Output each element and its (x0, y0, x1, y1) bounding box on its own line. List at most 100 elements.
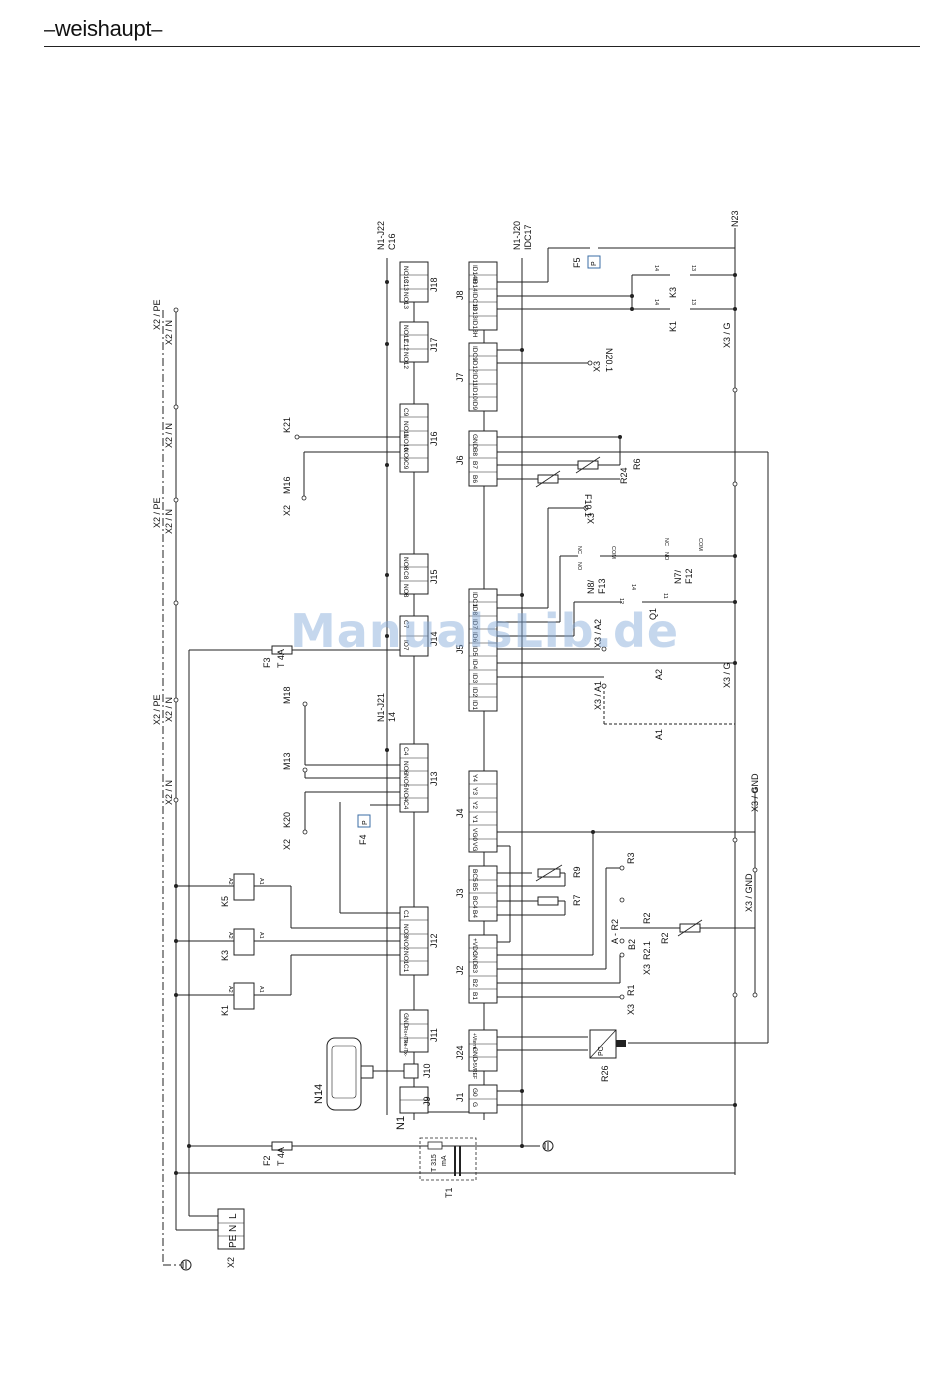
pin-j12-5: C1 (402, 964, 409, 973)
pin-j6-1: GND (471, 434, 478, 449)
page-header: –weishaupt– (44, 14, 920, 47)
pin-j18-1: NO13 (402, 266, 409, 283)
label-n7: N7/ (673, 569, 683, 584)
label-x2-pe-1: X2 / PE (152, 299, 162, 330)
pin-j18-2: C13 (402, 279, 409, 291)
label-pc: PC (598, 1046, 605, 1056)
label-f5: F5 (572, 257, 582, 268)
label-f3: F3 (262, 657, 272, 668)
label-f4: F4 (358, 834, 368, 845)
k1-a2: A2 (227, 986, 233, 993)
label-j9: J9 (422, 1096, 432, 1106)
r26-pressure-converter (589, 1029, 626, 1059)
label-k5: K5 (220, 896, 230, 907)
label-f2-val: T 4A (276, 1147, 286, 1166)
label-x2-pe-4: X2 / PE (152, 694, 162, 725)
label-p-f5: P (591, 261, 598, 266)
k5-a1: A1 (258, 878, 264, 885)
pin-j16-2: NO11 (402, 421, 409, 438)
label-x2-m16: X2 (282, 505, 292, 516)
pin-j2-1: +VDC (471, 938, 478, 956)
label-x2-n-1: X2 / N (164, 320, 174, 345)
label-a1: A1 (654, 729, 664, 740)
pin-j2-4: B2 (471, 979, 478, 987)
pin-j12-2: NO3 (402, 924, 409, 938)
pin-j12-1: C1 (402, 910, 409, 919)
n7-com: COM (697, 538, 703, 551)
label-n14: N14 (313, 1084, 325, 1104)
x2-terminal (217, 1208, 245, 1250)
pressure-switches (357, 255, 601, 828)
brand-name: weishaupt (54, 16, 152, 41)
k1-13: 13 (690, 299, 696, 305)
q1-14: 14 (630, 584, 636, 590)
label-r24: R24 (619, 467, 629, 484)
label-f12: F12 (684, 568, 694, 584)
label-t315: T 315 (431, 1154, 438, 1172)
label-j14: J14 (429, 631, 439, 646)
brand-dash-right: – (151, 19, 163, 41)
label-n1-j21: N1-J21 (376, 693, 386, 722)
pin-j4-5: VG0 (471, 828, 478, 841)
pin-j12-4: NO1 (402, 951, 409, 965)
contact-labels: A2 A1 A2 A1 A2 A1 NC NO COM NC NO COM 12… (227, 265, 703, 993)
sensor-arrows (535, 456, 703, 937)
pin-labels: NO13 C13 NO13 NO12 C12 NO12 C9 NO11 NO10… (402, 265, 478, 1107)
label-j12: J12 (429, 933, 439, 948)
label-m13: M13 (282, 752, 292, 770)
pin-j11-3: Rx-/Tx- (402, 1040, 408, 1057)
pin-j5-1: IDC1 (471, 592, 478, 607)
label-k1-right: K1 (668, 321, 678, 332)
label-terminal-n: N (228, 1225, 239, 1232)
label-r6: R6 (632, 458, 642, 470)
terminal-circles (173, 307, 758, 1000)
pin-j3-3: BC4 (471, 896, 478, 909)
label-r2-2: R2 (642, 912, 652, 924)
pin-j13-2: NO6 (402, 761, 409, 775)
label-a2: A2 (654, 669, 664, 680)
label-x2-n-2: X2 / N (164, 423, 174, 448)
pin-j13-4: NO4 (402, 788, 409, 802)
label-x3-a1: X3 / A1 (593, 681, 603, 710)
label-a-r2: A - R2 (610, 919, 620, 944)
fuses (271, 645, 293, 1151)
label-n1: N1 (395, 1116, 407, 1130)
pin-j16-3: NO10 (402, 434, 409, 451)
pin-j7-4: ID10 (471, 386, 478, 400)
n7-no: NO (663, 552, 669, 561)
pin-j14-1: C7 (402, 620, 409, 629)
label-k3-right: K3 (668, 287, 678, 298)
pin-j5-2: ID8 (471, 605, 478, 616)
label-r2-1: R2.1 (642, 941, 652, 960)
label-n23: N23 (730, 210, 740, 227)
pin-j7-5: ID9 (471, 400, 478, 411)
label-j5: J5 (455, 644, 465, 654)
label-x3-r2: X3 (642, 964, 652, 975)
pin-j17-3: NO12 (402, 352, 409, 369)
label-j8: J8 (455, 290, 465, 300)
label-x2-n-5: X2 / N (164, 780, 174, 805)
label-x3-r1: X3 (626, 1004, 636, 1015)
label-j18: J18 (429, 277, 439, 292)
pin-j2-2: GND (471, 951, 478, 966)
pin-j4-1: Y4 (471, 774, 478, 782)
pin-j16-4: NO9 (402, 448, 409, 462)
pin-j3-2: B5 (471, 883, 478, 891)
pin-j5-9: ID1 (471, 700, 478, 711)
pin-j3-1: BC5 (471, 869, 478, 882)
label-n1-j22: N1-J22 (376, 221, 386, 250)
label-k21: K21 (282, 417, 292, 433)
pin-j18-3: NO13 (402, 292, 409, 309)
transformer-t1 (419, 1137, 477, 1181)
pin-j5-7: ID3 (471, 673, 478, 684)
pin-j15-2: C8 (402, 571, 409, 580)
n7-nc: NC (663, 538, 669, 546)
pin-j24-2: GND (471, 1047, 478, 1062)
pin-j8-2: ID14 (471, 278, 478, 292)
pin-j8-5: ID13H (471, 319, 478, 338)
label-r2: R2 (660, 932, 670, 944)
label-j2: J2 (455, 965, 465, 975)
label-j7: J7 (455, 372, 465, 382)
label-x2-n-4: X2 / N (164, 697, 174, 722)
pin-j7-1: IDC9 (471, 346, 478, 361)
